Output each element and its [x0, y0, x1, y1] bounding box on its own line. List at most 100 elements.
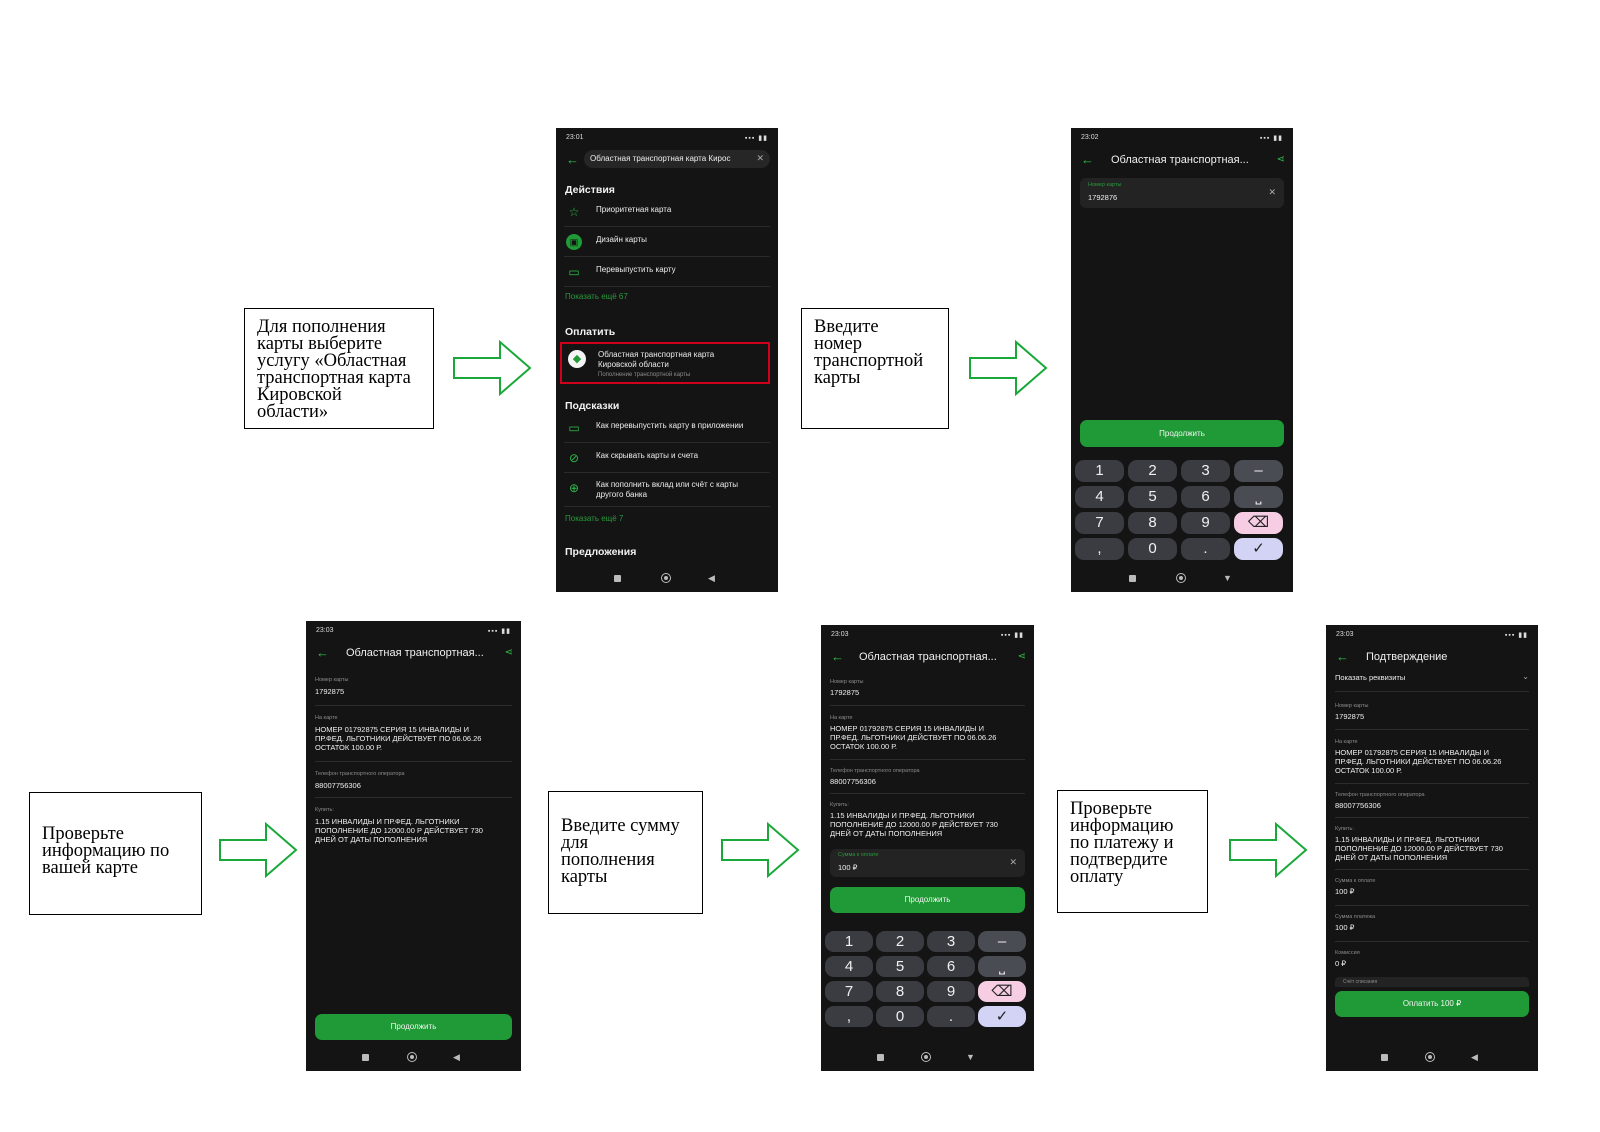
keypad-key[interactable]: ⎵	[1234, 486, 1283, 508]
keypad-key[interactable]: ⌫	[1234, 512, 1283, 534]
card-number-field[interactable]: Номер карты 1792876 ✕	[1080, 178, 1284, 208]
list-item-action[interactable]: ▣Дизайн карты	[564, 228, 770, 257]
keypad-key[interactable]: 5	[1128, 486, 1177, 508]
operator-phone-label: Телефон транспортного оператора	[1335, 792, 1425, 798]
back-arrow-icon[interactable]: ←	[831, 649, 844, 664]
arrow-right-icon	[453, 340, 532, 396]
back-arrow-icon[interactable]: ←	[316, 645, 329, 660]
keyboard-hide-icon[interactable]: ▼	[966, 1052, 975, 1062]
keypad-key[interactable]: 7	[825, 981, 873, 1002]
search-input[interactable]: Областная транспортная карта Кирос ✕	[584, 150, 770, 168]
buy-line: ПОПОЛНЕНИЕ ДО 12000.00 Р ДЕЙСТВУЕТ 730	[315, 826, 483, 835]
divider	[1335, 783, 1529, 784]
continue-button[interactable]: Продолжить	[315, 1014, 512, 1040]
buy-line: 1.15 ИНВАЛИДЫ И ПР.ФЕД. ЛЬГОТНИКИ	[1335, 835, 1480, 844]
keypad-key[interactable]: ⎵	[978, 956, 1026, 977]
keypad-key[interactable]: .	[1181, 538, 1230, 560]
pay-item-highlight[interactable]: ◆ Областная транспортная карта Кировской…	[560, 342, 770, 384]
keypad-key[interactable]: .	[927, 1006, 975, 1027]
list-item-action[interactable]: ▭Перевыпустить карту	[564, 258, 770, 287]
card-number-label: Номер карты	[315, 677, 349, 683]
fee-label: Комиссия	[1335, 950, 1360, 956]
keypad-key[interactable]: 2	[1128, 460, 1177, 482]
divider	[315, 705, 512, 706]
list-item-hint[interactable]: ⊘Как скрывать карты и счета	[564, 444, 770, 473]
card-number-label: Номер карты	[830, 679, 864, 685]
keypad-key[interactable]: 3	[927, 931, 975, 952]
status-icons: ▪▪▪ ▮▮	[1000, 632, 1024, 639]
divider	[830, 759, 1025, 760]
keypad-key[interactable]: 6	[1181, 486, 1230, 508]
card-design-icon: ▣	[566, 234, 582, 250]
share-icon[interactable]: ⋖	[504, 647, 513, 658]
home-icon[interactable]	[407, 1052, 417, 1062]
back-arrow-icon[interactable]: ←	[1336, 649, 1349, 664]
recents-icon[interactable]	[1381, 1054, 1388, 1061]
status-icons: ▪▪▪ ▮▮	[1259, 135, 1283, 142]
section-title-pay: Оплатить	[565, 326, 616, 338]
share-icon[interactable]: ⋖	[1017, 651, 1026, 662]
keypad-key[interactable]: 0	[876, 1006, 924, 1027]
divider	[315, 761, 512, 762]
recents-icon[interactable]	[877, 1054, 884, 1061]
on-card-line: ОСТАТОК 100.00 Р.	[315, 743, 382, 752]
caption-enter-amount: Введите сумму для пополнения карты	[548, 791, 703, 914]
keypad-key[interactable]: ✓	[978, 1006, 1026, 1027]
keypad-key[interactable]: 6	[927, 956, 975, 977]
keypad-key[interactable]: ,	[1075, 538, 1124, 560]
back-nav-icon[interactable]: ◀	[1471, 1052, 1478, 1062]
keypad-key[interactable]: ⌫	[978, 981, 1026, 1002]
divider	[1335, 729, 1529, 730]
keypad-key[interactable]: 0	[1128, 538, 1177, 560]
continue-button[interactable]: Продолжить	[1080, 420, 1284, 447]
home-icon[interactable]	[661, 573, 671, 583]
share-icon[interactable]: ⋖	[1276, 154, 1285, 165]
buy-line: ПОПОЛНЕНИЕ ДО 12000.00 Р ДЕЙСТВУЕТ 730	[830, 820, 998, 829]
keypad-key[interactable]: 4	[1075, 486, 1124, 508]
back-nav-icon[interactable]: ◀	[453, 1052, 460, 1062]
back-arrow-icon[interactable]: ←	[566, 152, 579, 167]
buy-label: Купить:	[1335, 826, 1354, 832]
show-more-actions-link[interactable]: Показать ещё 67	[565, 292, 628, 301]
caption-confirm-payment: Проверьте информацию по платежу и подтве…	[1057, 790, 1208, 913]
recents-icon[interactable]	[614, 575, 621, 582]
list-item-label: Как перевыпустить карту в приложении	[596, 421, 744, 430]
continue-button[interactable]: Продолжить	[830, 887, 1025, 913]
clear-icon[interactable]: ✕	[1009, 857, 1017, 867]
recents-icon[interactable]	[362, 1054, 369, 1061]
home-icon[interactable]	[1176, 573, 1186, 583]
keypad-key[interactable]: 9	[1181, 512, 1230, 534]
list-item-action[interactable]: ☆Приоритетная карта	[564, 198, 770, 227]
clear-icon[interactable]: ✕	[1268, 187, 1276, 197]
keypad-key[interactable]: ,	[825, 1006, 873, 1027]
back-nav-icon[interactable]: ◀	[708, 573, 715, 583]
keypad-key[interactable]: 1	[1075, 460, 1124, 482]
keypad-key[interactable]: 4	[825, 956, 873, 977]
keypad-key[interactable]: 7	[1075, 512, 1124, 534]
account-field[interactable]: Счёт списания	[1335, 977, 1529, 987]
pay-button[interactable]: Оплатить 100 ₽	[1335, 991, 1529, 1017]
show-details-toggle[interactable]: Показать реквизиты ⌄	[1335, 672, 1529, 687]
keyboard-hide-icon[interactable]: ▼	[1223, 573, 1232, 583]
recents-icon[interactable]	[1129, 575, 1136, 582]
keypad-key[interactable]: 1	[825, 931, 873, 952]
amount-field[interactable]: Сумма к оплате 100 ₽ ✕	[830, 849, 1025, 877]
home-icon[interactable]	[921, 1052, 931, 1062]
keypad-key[interactable]: 3	[1181, 460, 1230, 482]
keypad-key[interactable]: ✓	[1234, 538, 1283, 560]
keypad-key[interactable]: –	[1234, 460, 1283, 482]
reissue-card-icon: ▭	[568, 265, 580, 279]
list-item-hint[interactable]: ▭Как перевыпустить карту в приложении	[564, 414, 770, 443]
keypad-key[interactable]: 8	[876, 981, 924, 1002]
keypad-key[interactable]: 9	[927, 981, 975, 1002]
keypad-key[interactable]: 2	[876, 931, 924, 952]
on-card-line: НОМЕР 01792875 СЕРИЯ 15 ИНВАЛИДЫ И	[830, 724, 985, 733]
home-icon[interactable]	[1425, 1052, 1435, 1062]
show-more-hints-link[interactable]: Показать ещё 7	[565, 514, 624, 523]
keypad-key[interactable]: 8	[1128, 512, 1177, 534]
keypad-key[interactable]: –	[978, 931, 1026, 952]
back-arrow-icon[interactable]: ←	[1081, 152, 1094, 167]
clear-icon[interactable]: ✕	[756, 153, 764, 163]
keypad-key[interactable]: 5	[876, 956, 924, 977]
